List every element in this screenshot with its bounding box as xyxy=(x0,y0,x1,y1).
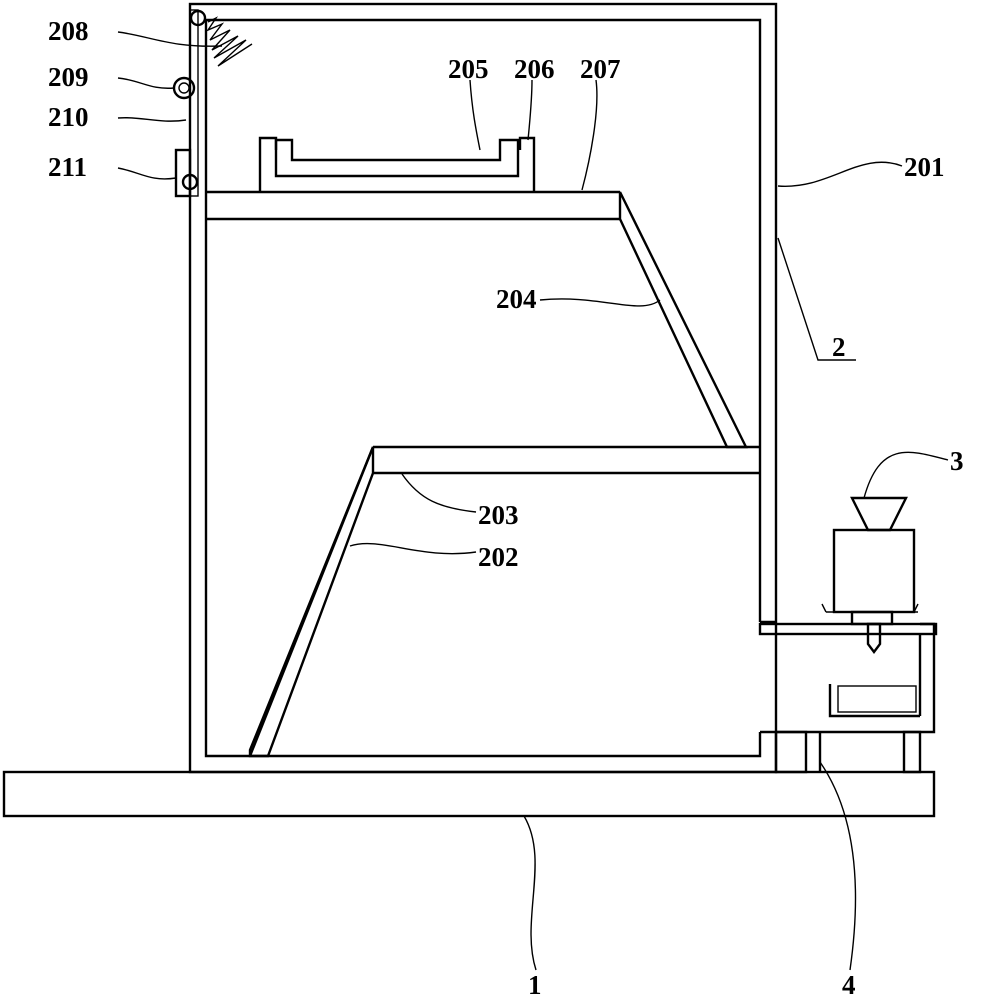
support-legs xyxy=(774,730,922,774)
hinge-pin xyxy=(189,9,207,27)
label-207: 207 xyxy=(580,54,621,84)
upper-slope xyxy=(618,191,748,449)
roller-center xyxy=(178,82,190,94)
housing-outer-wall xyxy=(188,2,778,774)
upper-shelf xyxy=(206,190,620,221)
label-3: 3 xyxy=(950,446,964,476)
door xyxy=(189,9,199,197)
label-211: 211 xyxy=(48,152,87,182)
door-assembly xyxy=(172,9,253,198)
label-204: 204 xyxy=(496,284,537,314)
leader-lines xyxy=(117,31,949,971)
base-plate xyxy=(2,770,936,818)
lower-shelf xyxy=(373,445,760,475)
outlet-plate xyxy=(758,622,938,636)
tray xyxy=(258,136,536,192)
label-2: 2 xyxy=(832,332,846,362)
spring xyxy=(206,16,253,67)
housing-inner-wall xyxy=(204,18,762,758)
label-203: 203 xyxy=(478,500,519,530)
label-206: 206 xyxy=(514,54,555,84)
hopper-unit xyxy=(758,496,938,734)
latch xyxy=(174,148,192,198)
label-1: 1 xyxy=(528,970,542,1000)
label-4: 4 xyxy=(842,970,856,1000)
lower-slope-edge xyxy=(248,446,375,757)
latch-pin xyxy=(181,173,199,191)
label-208: 208 xyxy=(48,16,89,46)
label-201: 201 xyxy=(904,152,945,182)
label-202: 202 xyxy=(478,542,519,572)
outlet-channel xyxy=(760,620,776,734)
label-210: 210 xyxy=(48,102,89,132)
label-205: 205 xyxy=(448,54,489,84)
label-209: 209 xyxy=(48,62,89,92)
lower-slope xyxy=(248,446,375,758)
part-labels: 208 209 210 211 205 206 207 201 2 204 3 … xyxy=(48,16,964,1000)
housing xyxy=(188,2,778,774)
